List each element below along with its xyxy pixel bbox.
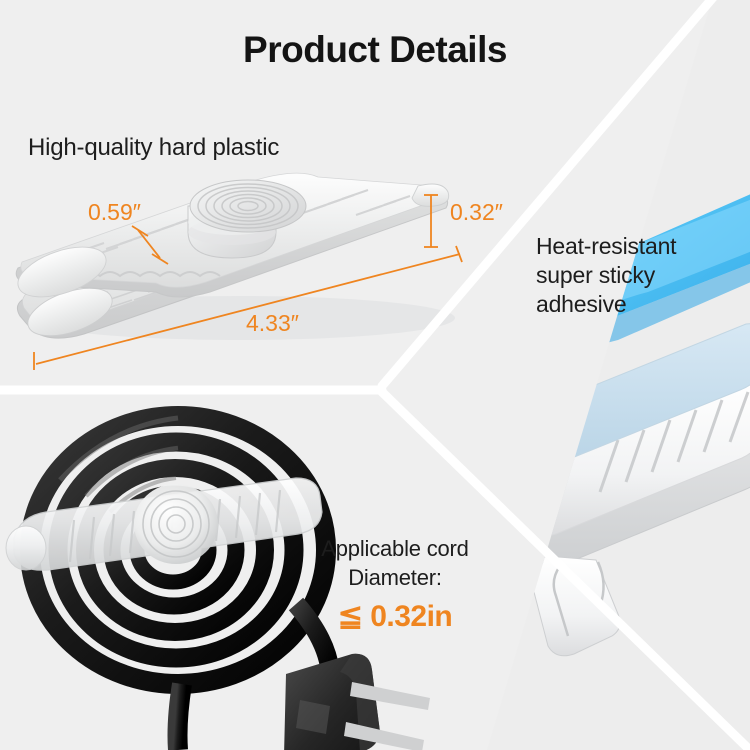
cord-diameter-label-line2: Diameter: bbox=[348, 565, 442, 590]
power-plug bbox=[284, 653, 430, 750]
heading-heat-resistant-adhesive: Heat-resistant super sticky adhesive bbox=[536, 232, 677, 319]
cord-diameter-block: Applicable cord Diameter: ≦ 0.32in bbox=[300, 534, 490, 638]
cable-clip-illustration bbox=[15, 172, 463, 370]
cord-diameter-label-line1: Applicable cord bbox=[321, 536, 469, 561]
dimension-label-height: 0.32″ bbox=[450, 199, 503, 225]
page-title: Product Details bbox=[243, 29, 507, 70]
cord-diameter-value: ≦ 0.32in bbox=[337, 600, 453, 633]
heading-adhesive-line1: Heat-resistant bbox=[536, 233, 677, 259]
coiled-cord-illustration bbox=[5, 406, 430, 750]
heading-adhesive-line3: adhesive bbox=[536, 291, 627, 317]
heading-high-quality-plastic: High-quality hard plastic bbox=[28, 134, 280, 161]
dimension-label-width: 0.59″ bbox=[88, 199, 141, 225]
dimension-label-length: 4.33″ bbox=[246, 310, 299, 336]
clip-strap bbox=[5, 477, 323, 571]
heading-adhesive-line2: super sticky bbox=[536, 262, 656, 288]
